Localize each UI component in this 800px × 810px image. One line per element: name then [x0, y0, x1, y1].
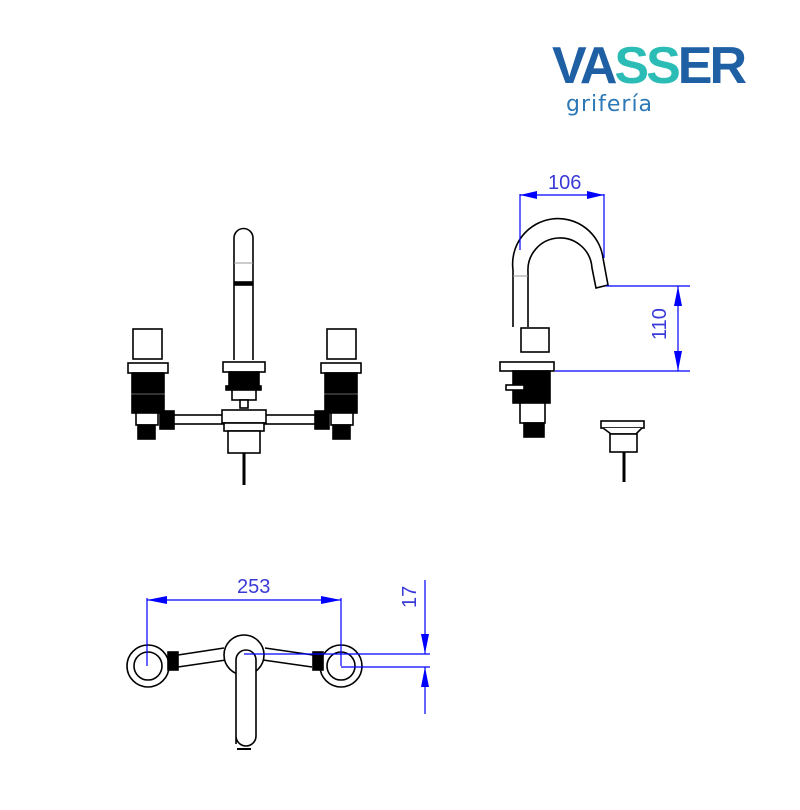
side-dimensions [519, 191, 690, 372]
vasser-logo: VASSER grifería [552, 38, 772, 128]
logo-wordmark: VASSER [552, 37, 747, 95]
logo-er: ER [677, 37, 747, 95]
logo-ss: SS [614, 37, 680, 95]
top-dimensions [146, 580, 430, 714]
dim-17-label: 17 [399, 586, 421, 608]
side-view [499, 217, 645, 482]
logo-subtitle: grifería [566, 92, 654, 117]
top-view [126, 634, 363, 750]
dim-106-label: 106 [548, 172, 581, 194]
front-view [127, 227, 362, 485]
logo-va: VA [552, 37, 617, 95]
dim-110-label: 110 [649, 308, 671, 340]
dim-253-label: 253 [237, 576, 270, 598]
